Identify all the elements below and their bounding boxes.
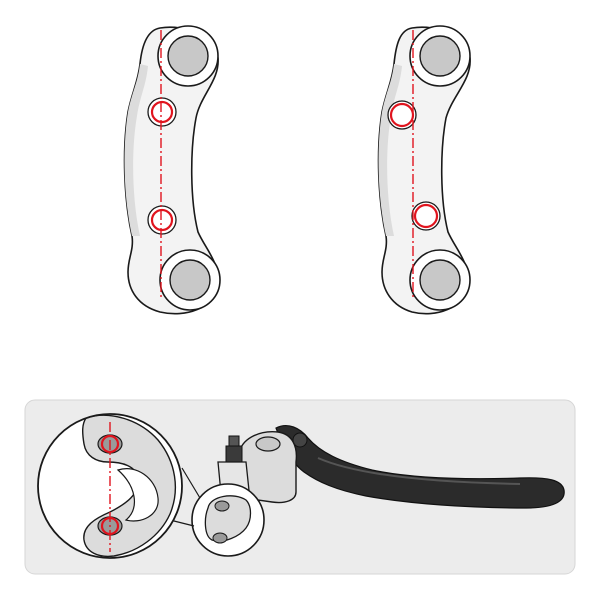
bracket-offset <box>377 25 471 315</box>
bracket-centered-upper-hole-marker <box>150 100 174 124</box>
clamp-zoom-hole-top <box>214 500 230 512</box>
bracket-offset-edge-shade <box>378 64 402 236</box>
hole-zoom-circle-border <box>37 413 183 559</box>
bracket-offset-upper-hole-marker <box>389 102 415 128</box>
zoom-connector-bottom <box>169 519 195 527</box>
lever-blade <box>275 425 565 509</box>
banjo-bolt-head <box>228 435 240 447</box>
bracket-centered-edge-shade <box>124 64 148 236</box>
bracket-centered-top-boss-inner <box>167 35 209 77</box>
lever-blade-highlight <box>317 457 521 485</box>
bracket-offset-lower-hole-bore <box>411 201 441 231</box>
bracket-centered <box>123 25 221 315</box>
bracket-centered-bottom-boss-inner <box>169 259 211 301</box>
banjo-bolt <box>225 445 243 463</box>
hole-zoom-cutout <box>116 468 159 522</box>
hole-zoom-upper-marker <box>100 434 120 454</box>
hole-zoom-detail <box>37 413 183 559</box>
master-cylinder-cap <box>255 436 281 452</box>
bracket-offset-upper-hole-bore <box>387 100 417 130</box>
bracket-centered-lower-hole-marker <box>150 208 174 232</box>
bracket-offset-bottom-boss-inner <box>419 259 461 301</box>
bracket-offset-top-boss-inner <box>419 35 461 77</box>
hole-zoom-lower-marker <box>100 516 120 536</box>
clamp-zoom-detail <box>191 483 265 557</box>
brake-lever-assembly <box>217 425 565 509</box>
clamp-zoom-hole-bottom <box>212 532 228 544</box>
bracket-offset-lower-hole-marker <box>413 203 439 229</box>
lever-pivot-bolt <box>292 432 308 448</box>
zoom-connector-top <box>181 467 201 499</box>
